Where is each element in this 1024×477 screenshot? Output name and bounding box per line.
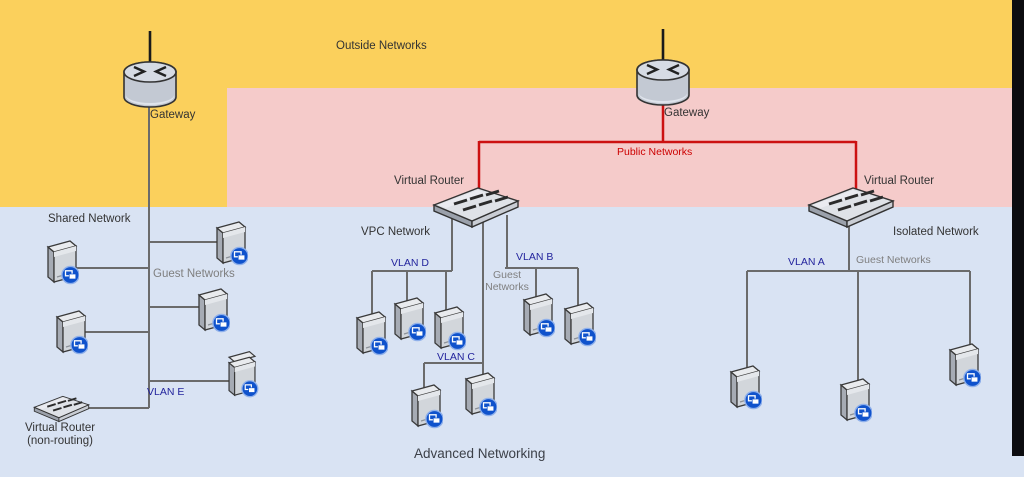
server-icon [196,285,230,333]
server-stack-icon [225,348,259,398]
server-icon [409,381,443,429]
server-icon [214,218,248,266]
vpc-network-label: VPC Network [361,226,431,238]
server-icon [354,308,388,356]
public-networks-label: Public Networks [617,146,693,158]
nonrouting-router-label: Virtual Router (non-routing) [12,422,108,448]
public-network-wires [477,103,858,196]
server-icon [54,307,88,355]
virtual-router-center-icon [432,183,520,229]
vlan-b-label: VLAN B [516,251,554,263]
gateway-left-label: Gateway [150,109,196,121]
virtual-router-center-label: Virtual Router [394,175,465,187]
gray-wires [68,105,971,409]
window-edge-strip [1012,0,1024,456]
vlan-c-label: VLAN C [437,351,475,363]
gateway-right-icon [635,29,691,107]
gateway-left-icon [122,31,178,109]
public-networks-zone [227,88,1024,207]
nonrouting-router-label-line1: Virtual Router [24,422,96,434]
gateway-right-label: Gateway [664,107,710,119]
server-icon [562,299,596,347]
server-icon [45,237,79,285]
guest-networks-left-label: Guest Networks [153,268,235,280]
server-icon [392,294,426,342]
diagram-title: Advanced Networking [414,446,546,461]
server-icon [947,340,981,388]
server-icon [521,290,555,338]
nonrouting-router-icon [33,393,90,423]
server-icon [728,362,762,410]
virtual-router-right-icon [807,183,895,229]
private-networks-zone [0,207,1024,477]
outside-networks-label: Outside Networks [336,40,427,52]
nonrouting-router-label-line2: (non-routing) [27,435,93,448]
guest-networks-right-label: Guest Networks [856,254,931,266]
server-icon [838,375,872,423]
shared-network-label: Shared Network [48,213,131,225]
isolated-network-label: Isolated Network [893,226,979,238]
virtual-router-right-label: Virtual Router [864,175,935,187]
vlan-a-label: VLAN A [788,256,825,268]
vlan-d-label: VLAN D [391,257,429,269]
vlan-e-label: VLAN E [147,386,185,398]
guest-networks-center-label: Guest Networks [485,269,529,294]
server-icon [463,369,497,417]
server-icon [432,303,466,351]
